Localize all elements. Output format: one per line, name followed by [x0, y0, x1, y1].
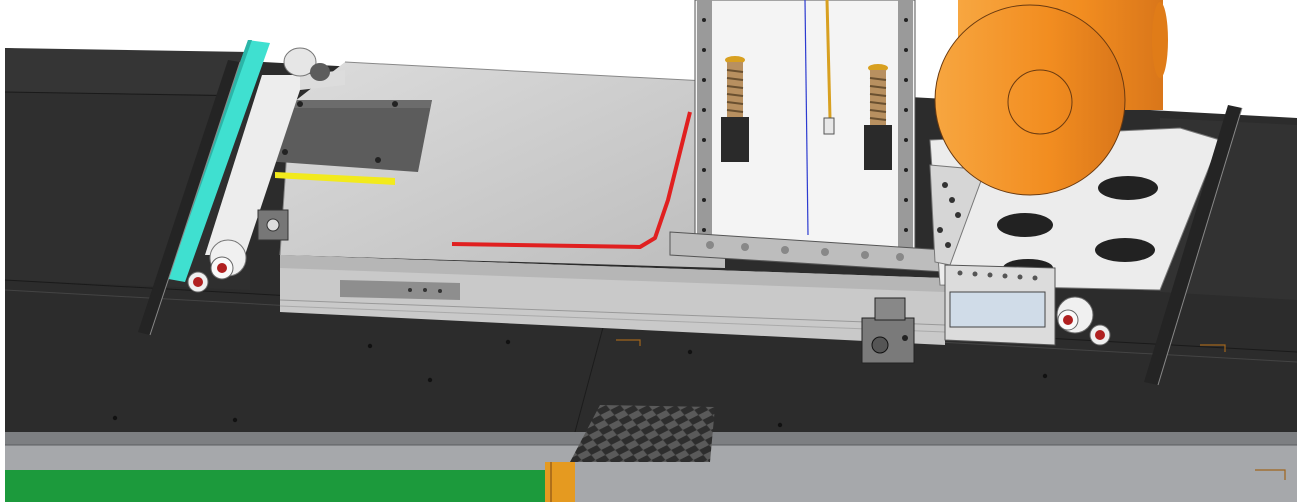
bracket-block — [861, 297, 915, 364]
yellow-pad — [275, 172, 395, 185]
right-roller-assembly — [944, 264, 1111, 346]
red-path-line — [451, 111, 692, 249]
right-guide-rail — [1144, 105, 1243, 386]
vertical-column — [669, 0, 946, 273]
orange-drum — [934, 0, 1168, 196]
mounting-plate-small — [250, 100, 432, 185]
orange-mark — [545, 462, 575, 502]
sliding-table — [279, 255, 946, 345]
spring-assemblies — [721, 56, 892, 170]
left-roller-assembly — [187, 47, 345, 293]
knurled-grate — [570, 405, 715, 462]
green-strip — [5, 470, 545, 502]
spring-right — [864, 64, 892, 170]
left-guide-rail — [138, 40, 270, 336]
spring-left — [721, 56, 749, 162]
